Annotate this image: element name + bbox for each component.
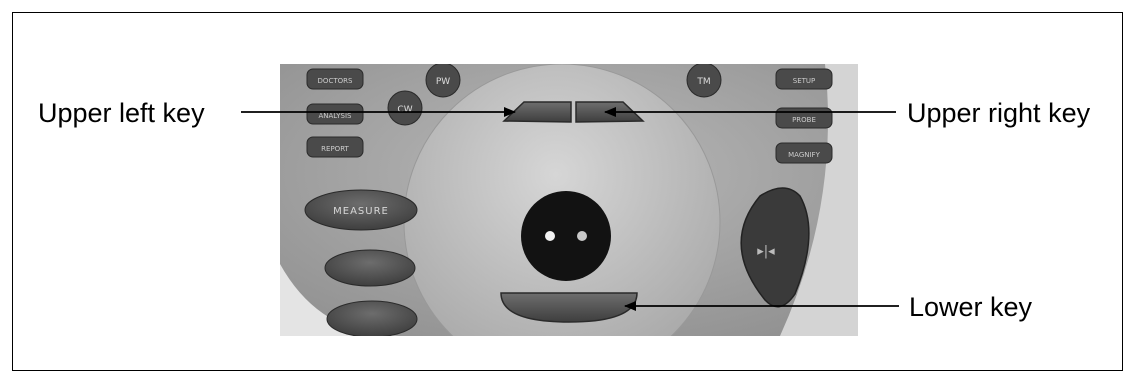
- oval-key-3[interactable]: [326, 300, 418, 336]
- doctors-button[interactable]: DOCTORS: [318, 77, 353, 85]
- left-button-column: DOCTORS ANALYSIS REPORT: [306, 68, 364, 158]
- report-button[interactable]: REPORT: [321, 145, 349, 153]
- oval-key-2[interactable]: [324, 249, 416, 287]
- cw-key[interactable]: CW: [397, 105, 412, 115]
- lower-key-label: Lower key: [909, 292, 1033, 322]
- left-oval-keys: MEASURE: [304, 189, 418, 336]
- probe-button[interactable]: PROBE: [792, 116, 816, 124]
- trackball[interactable]: [521, 191, 611, 281]
- round-keys: PW CW TM: [387, 64, 722, 126]
- upper-right-key-label: Upper right key: [907, 98, 1091, 128]
- magnify-button[interactable]: MAGNIFY: [788, 151, 820, 159]
- setup-button[interactable]: SETUP: [793, 77, 816, 85]
- control-panel-photo: DOCTORS ANALYSIS REPORT SETUP PROBE MAGN…: [280, 64, 858, 336]
- measure-key[interactable]: MEASURE: [333, 206, 389, 217]
- freeze-key[interactable]: [740, 187, 810, 308]
- tm-key[interactable]: TM: [696, 77, 710, 87]
- freeze-symbol: ▸|◂: [757, 244, 775, 259]
- pw-key[interactable]: PW: [436, 77, 450, 87]
- analysis-button[interactable]: ANALYSIS: [318, 112, 352, 120]
- upper-left-key[interactable]: [502, 101, 572, 123]
- upper-left-key-label: Upper left key: [38, 98, 205, 128]
- right-button-column: SETUP PROBE MAGNIFY: [775, 68, 833, 164]
